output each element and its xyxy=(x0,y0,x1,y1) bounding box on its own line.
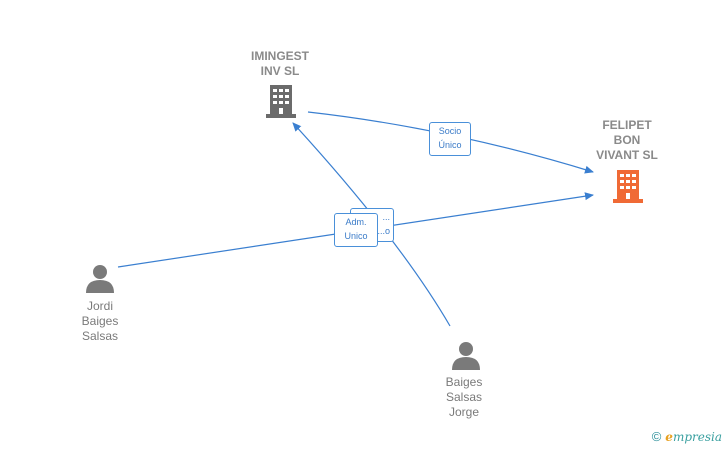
building-icon-felipet xyxy=(613,170,643,203)
footer-brand: © empresia xyxy=(652,429,722,444)
person-icon-jordi xyxy=(86,265,114,293)
node-label-imingest[interactable]: IMINGEST INV SL xyxy=(250,49,309,78)
empresia-logo: empresia xyxy=(665,430,722,444)
building-icon-imingest xyxy=(266,85,296,118)
edge-label-adm-unico: Adm. Unico xyxy=(334,213,378,247)
copyright-icon: © xyxy=(651,429,662,444)
person-icon-baiges xyxy=(452,342,480,370)
node-label-felipet[interactable]: FELIPET BON VIVANT SL xyxy=(596,118,658,162)
logo-initial: e xyxy=(665,429,673,444)
node-label-baiges[interactable]: Baiges Salsas Jorge xyxy=(445,375,483,419)
node-label-jordi[interactable]: Jordi Baiges Salsas xyxy=(81,299,119,343)
logo-text: mpresia xyxy=(672,429,722,444)
edge-label-socio-unico: Socio Único xyxy=(429,122,471,156)
